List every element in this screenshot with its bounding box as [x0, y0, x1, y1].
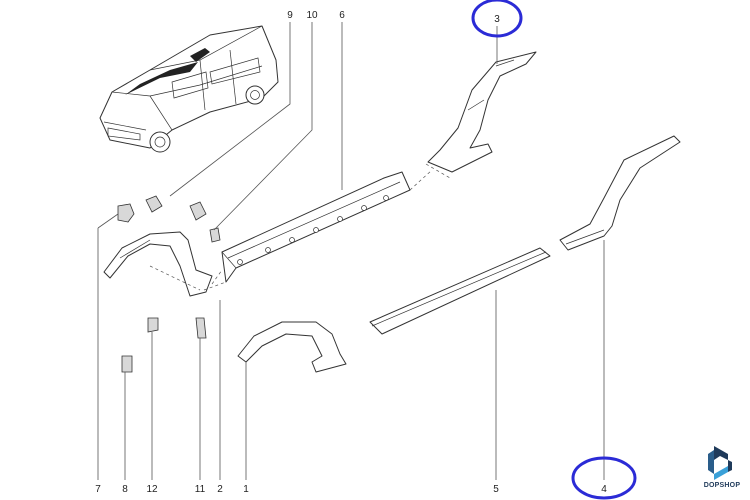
part-3-rear-arch-upper — [427, 51, 537, 173]
callout-1: 1 — [243, 484, 249, 495]
callout-6: 6 — [339, 10, 345, 21]
callout-3: 3 — [494, 14, 500, 25]
dopshop-logo-icon — [708, 446, 732, 480]
callout-5: 5 — [493, 484, 499, 495]
fasteners — [117, 195, 221, 373]
part-2-front-arch — [103, 231, 213, 297]
logo-text: DOPSHOP — [703, 482, 741, 489]
callout-9: 9 — [287, 10, 293, 21]
callout-4: 4 — [601, 484, 607, 495]
highlight-circle-3 — [471, 0, 523, 38]
alignment-lines — [149, 163, 451, 291]
part-4-rear-arch-lower — [559, 135, 681, 251]
part-1-arch-lower — [237, 321, 347, 373]
callout-8: 8 — [122, 484, 128, 495]
highlight-circles — [471, 0, 637, 500]
callout-2: 2 — [217, 484, 223, 495]
callout-7: 7 — [95, 484, 101, 495]
part-5-sill-strip — [369, 247, 551, 335]
highlight-circle-4 — [571, 456, 637, 500]
callout-10: 10 — [306, 10, 318, 21]
callout-labels: 9 10 6 3 7 8 12 11 2 1 5 4 — [95, 10, 607, 495]
vehicle-illustration — [99, 25, 279, 153]
callout-12: 12 — [146, 484, 158, 495]
leader-lines — [97, 22, 605, 480]
callout-11: 11 — [195, 484, 206, 495]
part-6-sill-moulding — [221, 171, 411, 283]
